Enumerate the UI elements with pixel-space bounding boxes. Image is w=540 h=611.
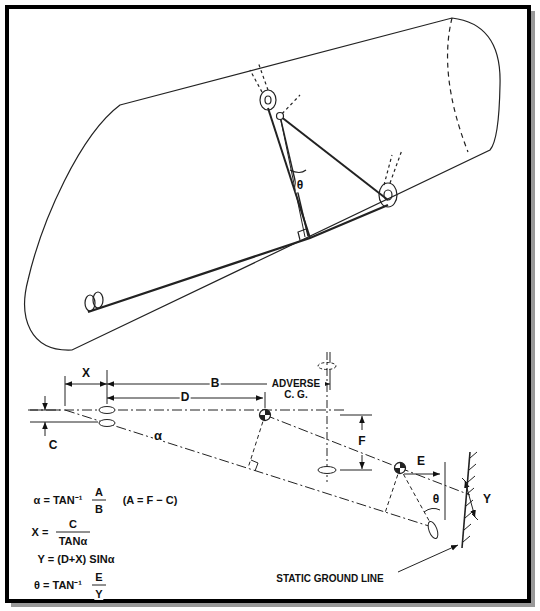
dimension-letter: D bbox=[180, 391, 191, 404]
formula-text: (A = F − C) bbox=[122, 494, 179, 506]
dimension-letter: F bbox=[357, 435, 366, 448]
formula-text: X = bbox=[31, 526, 50, 538]
ground-line-label: STATIC GROUND LINE bbox=[275, 573, 384, 584]
dimension-letter: Y bbox=[482, 493, 492, 506]
formula-text: θ = TAN⁻¹ bbox=[33, 579, 83, 591]
formula-denominator: B bbox=[94, 503, 104, 515]
geometry-diagram bbox=[28, 352, 478, 585]
formula-text: Y = (D+X) SINα bbox=[37, 553, 116, 565]
angle-symbol: θ bbox=[432, 493, 441, 506]
dimension-letter: B bbox=[210, 377, 221, 390]
cg-label: ADVERSE C. G. bbox=[267, 378, 325, 400]
dimension-letter: X bbox=[81, 367, 91, 380]
formula-numerator: C bbox=[68, 518, 78, 530]
formula-numerator: A bbox=[94, 486, 104, 498]
dimension-letter: C bbox=[48, 439, 59, 452]
formula-numerator: E bbox=[94, 571, 103, 583]
angle-symbol: θ bbox=[296, 179, 305, 192]
dimension-letter: E bbox=[416, 455, 426, 468]
angle-symbol: α bbox=[153, 429, 163, 443]
formula-denominator: Y bbox=[94, 588, 103, 600]
formula-denominator: TANα bbox=[58, 535, 89, 547]
frame bbox=[7, 7, 529, 601]
fuselage-sketch bbox=[25, 18, 500, 350]
formula-text: α = TAN⁻¹ bbox=[33, 494, 84, 506]
